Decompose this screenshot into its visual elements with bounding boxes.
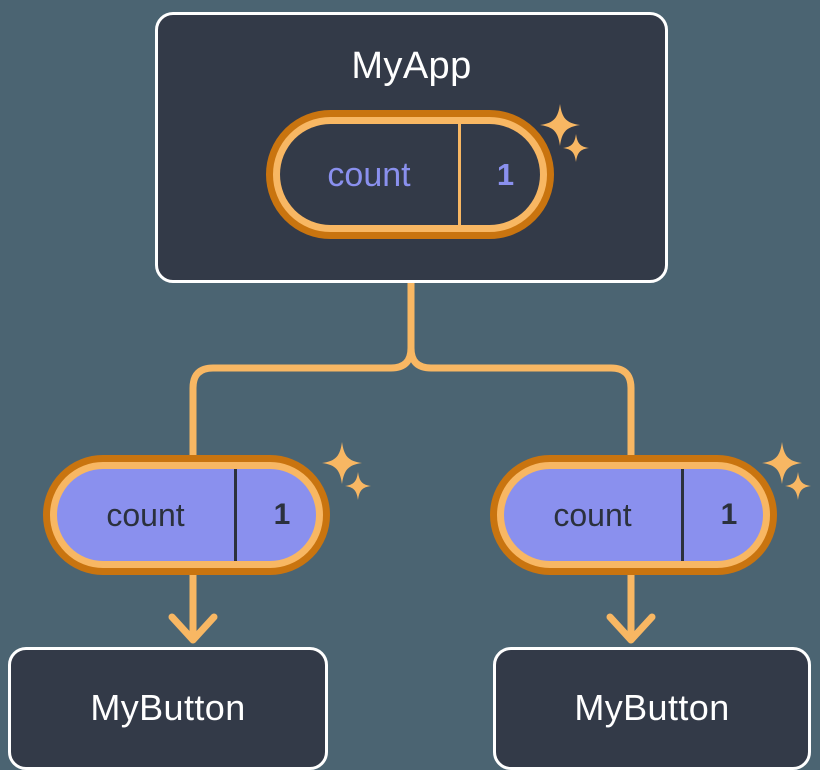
- state-pill-child-right[interactable]: count 1: [490, 455, 777, 575]
- sparkle-small-icon: [785, 472, 811, 500]
- mybutton-label: MyButton: [90, 687, 246, 728]
- state-value-label: 1: [273, 498, 291, 531]
- state-pill-body: count 1: [490, 455, 777, 575]
- state-value-label: 1: [496, 157, 515, 192]
- state-pill-inner: count 1: [57, 469, 316, 561]
- state-value-label: 1: [720, 498, 738, 531]
- branch-connector-right: [407, 279, 635, 459]
- mybutton-card-left[interactable]: MyButton: [8, 647, 328, 770]
- arrow-down-icon-left: [168, 613, 218, 644]
- mybutton-label: MyButton: [574, 687, 730, 728]
- state-key-label: count: [57, 469, 237, 561]
- branch-connector-left: [189, 279, 415, 459]
- arrow-down-icon-right: [606, 613, 656, 644]
- page-title: MyApp: [351, 45, 472, 87]
- state-pill-inner: count 1: [504, 469, 763, 561]
- state-key-label: count: [280, 124, 461, 225]
- state-pill-myapp[interactable]: count 1: [266, 110, 554, 239]
- state-pill-inner: count 1: [280, 124, 540, 225]
- state-pill-body: count 1: [43, 455, 330, 575]
- state-pill-body: count 1: [266, 110, 554, 239]
- state-pill-child-left[interactable]: count 1: [43, 455, 330, 575]
- mybutton-card-right[interactable]: MyButton: [493, 647, 811, 770]
- sparkle-small-icon: [345, 472, 371, 500]
- state-key-label: count: [504, 469, 684, 561]
